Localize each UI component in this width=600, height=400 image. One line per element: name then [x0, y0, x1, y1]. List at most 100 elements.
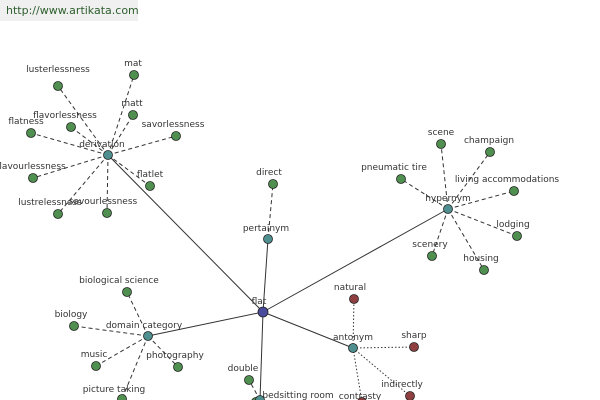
node-label: biology: [55, 310, 88, 320]
node-label: antonym: [333, 333, 373, 343]
node-dot[interactable]: [129, 70, 139, 80]
node-dot[interactable]: [117, 394, 127, 400]
word-node-pneumatic-tire[interactable]: pneumatic tire: [361, 163, 427, 184]
node-dot[interactable]: [103, 150, 113, 160]
edge-matt: [107, 114, 134, 156]
node-dot[interactable]: [28, 173, 38, 183]
node-dot[interactable]: [512, 231, 522, 241]
word-node-biological-science[interactable]: biological science: [79, 276, 159, 297]
node-dot[interactable]: [348, 343, 358, 353]
word-node-contrasty[interactable]: contrasty: [339, 392, 382, 400]
node-label: lusterlessness: [26, 65, 90, 75]
node-dot[interactable]: [443, 204, 453, 214]
word-node-lustrelessness[interactable]: lustrelessness: [18, 198, 82, 219]
node-label: lustrelessness: [18, 198, 82, 208]
word-node-savourlessness[interactable]: savourlessness: [69, 197, 138, 218]
word-node-photography[interactable]: photography: [146, 351, 204, 372]
node-label: direct: [256, 168, 282, 178]
edge-lodging: [447, 208, 518, 237]
node-label: contrasty: [339, 392, 382, 400]
edge-antonym: [262, 311, 354, 349]
node-dot[interactable]: [509, 186, 519, 196]
node-dot[interactable]: [436, 139, 446, 149]
word-node-flavorlessness[interactable]: flavorlessness: [33, 111, 97, 132]
word-node-biology[interactable]: biology: [55, 310, 88, 331]
word-node-lodging[interactable]: lodging: [496, 220, 530, 241]
relation-node-derivation[interactable]: derivation: [79, 140, 125, 160]
node-label: champaign: [464, 136, 514, 146]
node-dot[interactable]: [479, 265, 489, 275]
node-dot[interactable]: [263, 234, 273, 244]
word-node-scene[interactable]: scene: [428, 128, 455, 149]
relation-node-pertainym[interactable]: pertainym: [243, 224, 289, 244]
node-dot[interactable]: [173, 362, 183, 372]
node-label: natural: [334, 283, 366, 293]
node-dot[interactable]: [171, 131, 181, 141]
edge-flavourlessness: [32, 154, 109, 179]
node-dot[interactable]: [143, 331, 153, 341]
word-node-picture-taking[interactable]: picture taking: [83, 385, 145, 400]
word-node-lusterlessness[interactable]: lusterlessness: [26, 65, 90, 91]
edge-scenery: [431, 208, 449, 257]
node-dot[interactable]: [257, 306, 269, 318]
node-label: domain category: [106, 321, 183, 331]
edge-mat: [107, 74, 135, 156]
edge-derivation: [107, 154, 264, 313]
node-label: sharp: [401, 331, 427, 341]
node-dot[interactable]: [349, 294, 359, 304]
node-dot[interactable]: [69, 321, 79, 331]
node-dot[interactable]: [128, 110, 138, 120]
word-node-mat[interactable]: mat: [124, 59, 142, 80]
word-node-sharp[interactable]: sharp: [401, 331, 427, 352]
url-link[interactable]: http://www.artikata.com: [6, 4, 139, 17]
edge-unnamed: [259, 311, 264, 400]
node-dot[interactable]: [268, 179, 278, 189]
node-dot[interactable]: [409, 342, 419, 352]
relation-node-hypernym[interactable]: hypernym: [425, 194, 471, 214]
word-node-flavourlessness[interactable]: flavourlessness: [0, 162, 66, 183]
node-dot[interactable]: [91, 361, 101, 371]
word-node-indirectly[interactable]: indirectly: [381, 380, 424, 400]
node-dot[interactable]: [66, 122, 76, 132]
edge-direct: [267, 183, 274, 240]
word-node-music[interactable]: music: [81, 350, 108, 371]
word-node-living-accommodations[interactable]: living accommodations: [455, 175, 560, 196]
word-node-matt[interactable]: matt: [121, 99, 143, 120]
word-node-natural[interactable]: natural: [334, 283, 366, 304]
edge-lustrelessness: [57, 154, 109, 215]
word-node-direct[interactable]: direct: [256, 168, 282, 189]
center-node-flat[interactable]: flat: [252, 297, 269, 318]
node-dot[interactable]: [485, 147, 495, 157]
relation-node-antonym[interactable]: antonym: [333, 333, 373, 353]
node-dot[interactable]: [53, 209, 63, 219]
edge-pertainym: [262, 238, 269, 313]
word-node-scenery[interactable]: scenery: [412, 240, 448, 261]
word-node-champaign[interactable]: champaign: [464, 136, 514, 157]
node-dot[interactable]: [145, 181, 155, 191]
node-label: pertainym: [243, 224, 289, 234]
word-node-housing[interactable]: housing: [463, 254, 499, 275]
node-dot[interactable]: [102, 208, 112, 218]
node-label: picture taking: [83, 385, 145, 395]
word-node-flatlet[interactable]: flatlet: [137, 170, 164, 191]
node-label: hypernym: [425, 194, 471, 204]
word-node-double[interactable]: double: [228, 364, 259, 385]
node-dot[interactable]: [427, 251, 437, 261]
node-dot[interactable]: [396, 174, 406, 184]
node-label: flavourlessness: [0, 162, 66, 172]
node-label: flatlet: [137, 170, 164, 180]
node-dot[interactable]: [244, 375, 254, 385]
word-node-savorlessness[interactable]: savorlessness: [142, 120, 205, 141]
relation-node-domain-category[interactable]: domain category: [106, 321, 183, 341]
edge-living-accommodations: [447, 190, 515, 210]
node-dot[interactable]: [122, 287, 132, 297]
node-label: derivation: [79, 140, 125, 150]
node-dot[interactable]: [53, 81, 63, 91]
node-dot[interactable]: [255, 395, 265, 400]
word-node-flatness[interactable]: flatness: [8, 117, 44, 138]
node-dot[interactable]: [405, 391, 415, 400]
node-dot[interactable]: [26, 128, 36, 138]
relation-node-unnamed[interactable]: [255, 395, 265, 400]
node-dot[interactable]: [357, 397, 367, 400]
